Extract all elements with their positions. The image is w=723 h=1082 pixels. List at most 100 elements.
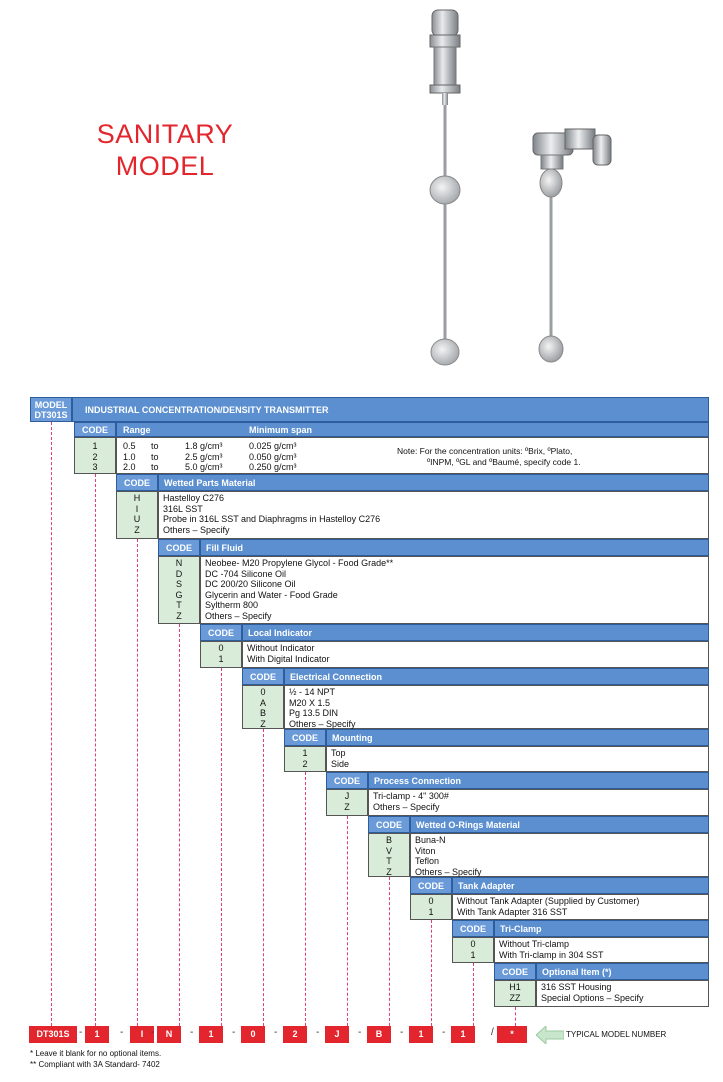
typical-model-segment: N (157, 1026, 181, 1043)
range-code-header: CODE (74, 422, 116, 437)
typical-model-segment: * (497, 1026, 527, 1043)
mounting-header: Mounting (326, 729, 709, 746)
option-description: Others – Specify (205, 610, 272, 621)
option-code: H1 (509, 982, 521, 992)
option-code: Z (134, 524, 140, 535)
typical-model-segment: 0 (241, 1026, 265, 1043)
option-code: D (175, 568, 183, 579)
option-description: Others – Specify (289, 718, 356, 729)
option-code: J (344, 791, 350, 801)
option-description: ½ - 14 NPT (289, 687, 336, 697)
wetted-o-rings-material-title: Wetted O-Rings Material (416, 819, 520, 830)
leader-line-indicator (221, 668, 222, 1026)
leader-line-model (51, 422, 52, 1026)
typical-model-separator: - (400, 1027, 404, 1038)
option-description: Hastelloy C276 (163, 493, 225, 503)
option-code: H (133, 493, 141, 503)
option-code: 1 (428, 906, 434, 917)
local-indicator-code-header: CODE (200, 624, 242, 641)
typical-model-separator: - (442, 1027, 446, 1038)
option-description: Viton (415, 845, 436, 856)
title-line-2: MODEL (115, 151, 215, 181)
option-code: N (175, 558, 183, 568)
option-description: DC 200/20 Silicone Oil (205, 579, 296, 589)
option-description: Neobee- M20 Propylene Glycol - Food Grad… (205, 558, 394, 568)
tri-clamp-code-header: CODE (452, 920, 494, 937)
typical-model-segment: 1 (85, 1026, 109, 1043)
wetted-parts-material-header: Wetted Parts Material (158, 474, 709, 491)
process-connection-options: Tri-clamp - 4" 300#Others – Specify (368, 789, 709, 816)
option-code: A (259, 697, 266, 708)
process-connection-code-header: CODE (326, 772, 368, 789)
electrical-connection-code-header: CODE (242, 668, 284, 685)
optional-item-header: Optional Item (*) (536, 963, 709, 980)
typical-model-separator: - (316, 1027, 320, 1038)
option-code: T (176, 600, 182, 610)
leader-line-process (347, 816, 348, 1026)
mounting-title: Mounting (332, 732, 373, 743)
leader-line-orings (389, 877, 390, 1026)
typical-model-separator: - (274, 1027, 278, 1038)
typical-model-separator: / (491, 1027, 494, 1038)
leader-line-optional (515, 1007, 516, 1026)
typical-model-segment: DT301S (29, 1026, 77, 1043)
electrical-connection-title: Electrical Connection (290, 671, 383, 682)
typical-model-label: TYPICAL MODEL NUMBER (566, 1030, 667, 1039)
process-connection-title: Process Connection (374, 775, 462, 786)
option-description: 316L SST (163, 503, 203, 514)
mounting-code-header: CODE (284, 729, 326, 746)
typical-model-separator: - (232, 1027, 236, 1038)
product-photo-side-mount (532, 128, 612, 363)
option-description: With Digital Indicator (247, 653, 330, 664)
typical-model-segment: I (130, 1026, 154, 1043)
footnote-2: ** Compliant with 3A Standard- 7402 (30, 1060, 160, 1069)
local-indicator-title: Local Indicator (248, 627, 313, 638)
option-code: S (175, 579, 182, 589)
tank-adapter-header: Tank Adapter (452, 877, 709, 894)
typical-model-segment: J (325, 1026, 349, 1043)
option-code: B (385, 835, 392, 845)
option-code: B (259, 708, 266, 718)
wetted-parts-material-title: Wetted Parts Material (164, 477, 256, 488)
model-label-box: MODEL DT301S (30, 397, 72, 422)
tank-adapter-title: Tank Adapter (458, 880, 515, 891)
electrical-connection-header: Electrical Connection (284, 668, 709, 685)
option-code: 1 (302, 748, 308, 758)
fill-fluid-title: Fill Fluid (206, 542, 243, 553)
option-code: 0 (260, 687, 266, 697)
wetted-o-rings-material-header: Wetted O-Rings Material (410, 816, 709, 833)
range-header: Range Minimum span (116, 422, 709, 437)
option-code: T (386, 856, 392, 866)
typical-model-separator: - (190, 1027, 194, 1038)
span-label: Minimum span (249, 424, 313, 435)
option-description: Probe in 316L SST and Diaphragms in Hast… (163, 514, 381, 524)
fill-fluid-code-header: CODE (158, 539, 200, 556)
option-description: Without Indicator (247, 643, 315, 653)
option-code: G (175, 589, 183, 600)
leader-line-fill (179, 624, 180, 1026)
typical-model-segment: 1 (199, 1026, 223, 1043)
option-code: U (133, 514, 141, 524)
option-description: Syltherm 800 (205, 600, 259, 610)
option-code: 0 (428, 896, 434, 906)
option-description: Others – Specify (373, 801, 440, 812)
option-code: 1 (470, 949, 476, 960)
typical-model-segment: 1 (451, 1026, 475, 1043)
wetted-o-rings-material-code-header: CODE (368, 816, 410, 833)
option-description: DC -704 Silicone Oil (205, 568, 287, 579)
option-code: Z (386, 866, 392, 877)
typical-model-separator: - (79, 1027, 83, 1038)
